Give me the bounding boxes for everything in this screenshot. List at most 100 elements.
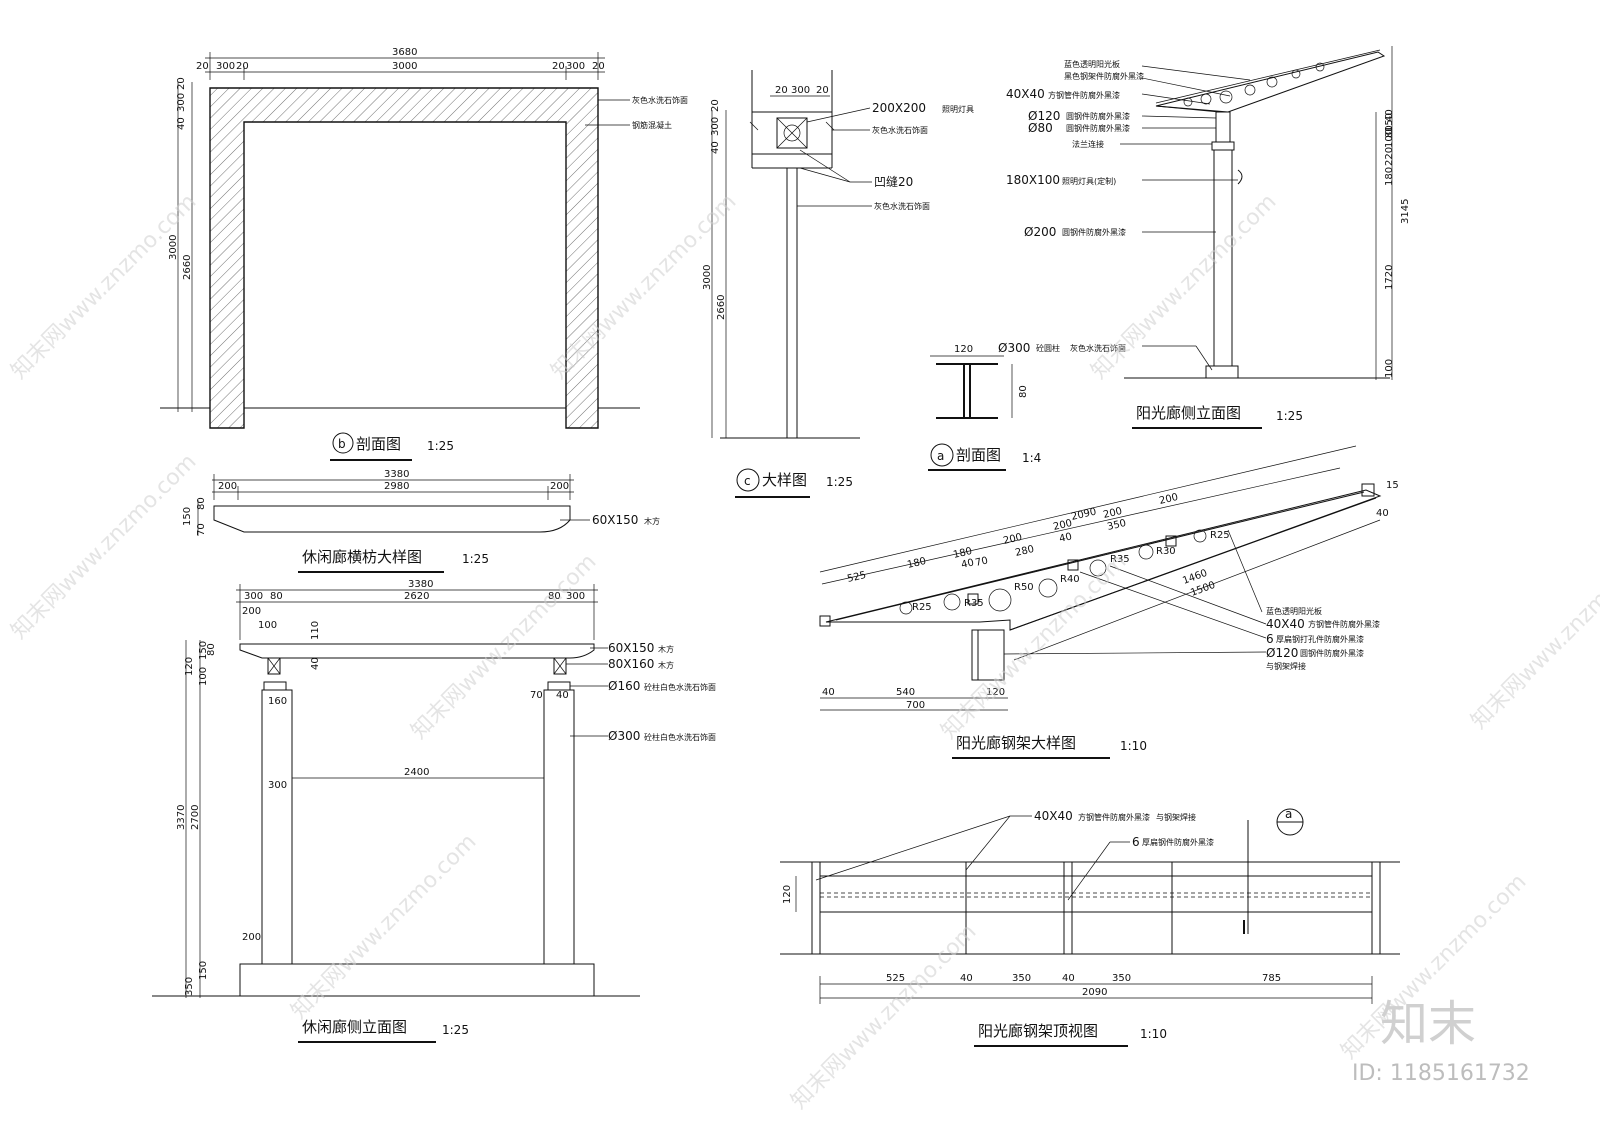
watermark-logo: 知末: [1380, 996, 1476, 1052]
title-leisure-side: 休闲廊侧立面图: [302, 1018, 407, 1036]
dim-2700: 2700: [190, 805, 201, 830]
dim-110: 110: [310, 621, 321, 640]
label-blue-panel: 蓝色透明阳光板: [1266, 606, 1322, 616]
dim-150: 150: [182, 507, 193, 526]
dim-300: 300: [791, 85, 810, 96]
watermark-text: 知末网www.znzmo.com: [1467, 539, 1600, 734]
watermark-text: 知末网www.znzmo.com: [937, 549, 1132, 744]
dim-40: 40: [960, 557, 975, 571]
dim-3000: 3000: [702, 265, 713, 290]
dim-300: 300: [268, 780, 287, 791]
dim-160: 160: [268, 696, 287, 707]
label-weld: 与钢架焊接: [1266, 661, 1306, 671]
dim-150: 150: [198, 961, 209, 980]
dim-3000: 3000: [392, 61, 417, 72]
section-b-drawing: 3680 20 300 20 3000 20 300 20 20 300 40 …: [160, 47, 688, 461]
dim-200: 200: [1002, 532, 1023, 547]
label-gray-granite-2: 灰色水洗石饰面: [874, 201, 930, 211]
dim-200: 200: [1102, 506, 1123, 521]
dim-100: 100: [258, 620, 277, 631]
label-200: Ø200: [1024, 225, 1056, 239]
dim-200: 200: [550, 481, 569, 492]
label-40x40: 40X40: [1266, 617, 1305, 631]
label-160-sub: 砼柱白色水洗石饰面: [644, 682, 716, 692]
dim-80: 80: [270, 591, 283, 602]
dim-200: 200: [242, 932, 261, 943]
label-200x200: 200X200: [872, 101, 926, 115]
dim-20: 20: [816, 85, 829, 96]
label-60x150: 60X150: [608, 641, 654, 655]
scale-beam-detail: 1:25: [462, 552, 489, 566]
title-sun-corridor-side: 阳光廊侧立面图: [1136, 404, 1241, 422]
dim-350: 350: [1012, 973, 1031, 984]
dim-3145: 3145: [1400, 199, 1411, 224]
radius-40: R40: [1060, 574, 1080, 585]
label-120: Ø120: [1028, 109, 1060, 123]
label-lighting: 照明灯具: [942, 104, 974, 114]
label-granite-finish: 灰色水洗石饰面: [1070, 343, 1126, 353]
dim-70: 70: [196, 523, 207, 536]
label-weld: 与钢架焊接: [1156, 812, 1196, 822]
watermark-text: 知末网www.znzmo.com: [7, 189, 202, 384]
section-a-drawing: 120 80 Ø300 砼圆柱 灰色水洗石饰面 a 剖面图 1:4: [928, 341, 1126, 471]
dim-2620: 2620: [404, 591, 429, 602]
dim-15: 15: [1386, 480, 1399, 491]
steel-frame-detail-drawing: R25 R35 R50 R40 R35 R30 R25 2090 200 350…: [819, 445, 1399, 759]
dim-300: 300: [566, 591, 585, 602]
dim-40: 40: [1376, 508, 1389, 519]
title-section-a: 剖面图: [956, 446, 1001, 464]
dim-100: 100: [1384, 129, 1395, 148]
label-blue-panel: 蓝色透明阳光板: [1064, 59, 1120, 69]
label-180x100: 180X100: [1006, 173, 1060, 187]
dim-2660: 2660: [716, 295, 727, 320]
scale-leisure-side: 1:25: [442, 1023, 469, 1037]
dim-350: 350: [1112, 973, 1131, 984]
label-300: Ø300: [608, 729, 640, 743]
label-120: Ø120: [1266, 646, 1298, 660]
title-section-b: 剖面图: [356, 435, 401, 453]
label-80: Ø80: [1028, 121, 1053, 135]
label-6-sub: 厚扁钢打孔件防腐外黑漆: [1276, 634, 1364, 644]
dim-80: 80: [548, 591, 561, 602]
dim-785: 785: [1262, 973, 1281, 984]
label-40x40: 40X40: [1034, 809, 1073, 823]
dim-525: 525: [886, 973, 905, 984]
dim-150: 150: [198, 641, 209, 660]
watermark-text: 知末网www.znzmo.com: [787, 919, 982, 1114]
dim-20: 20: [592, 61, 605, 72]
dim-20: 20: [775, 85, 788, 96]
dim-2660: 2660: [182, 255, 193, 280]
dim-300: 300: [216, 61, 235, 72]
dim-40: 40: [1058, 531, 1073, 545]
radius-25: R25: [1210, 530, 1230, 541]
label-timber: 木方: [658, 660, 674, 670]
label-40x40: 40X40: [1006, 87, 1045, 101]
radius-30: R30: [1156, 546, 1176, 557]
detail-c-drawing: 20 300 20 20 300 40 3000 2660 200X200 照明…: [702, 70, 974, 498]
dim-120: 120: [954, 344, 973, 355]
dim-3370: 3370: [176, 805, 187, 830]
dim-200: 200: [218, 481, 237, 492]
scale-frame-top: 1:10: [1140, 1027, 1167, 1041]
section-marker-a: a: [1285, 807, 1292, 821]
dim-40: 40: [556, 690, 569, 701]
dim-3680: 3680: [392, 47, 417, 58]
dim-100: 100: [198, 667, 209, 686]
dim-3380: 3380: [408, 579, 433, 590]
watermark-id: ID: 1185161732: [1352, 1061, 1530, 1086]
marker-a: a: [937, 449, 944, 463]
label-180x100-sub: 照明灯具(定制): [1062, 176, 1116, 186]
dim-100: 100: [1384, 359, 1395, 378]
label-300-col: Ø300: [998, 341, 1030, 355]
label-40x40-sub: 方钢管件防腐外黑漆: [1308, 619, 1380, 629]
dim-80: 80: [206, 643, 217, 656]
dim-2400: 2400: [404, 767, 429, 778]
label-rc: 钢筋混凝土: [632, 120, 672, 130]
marker-b: b: [338, 437, 346, 451]
dim-220: 220: [1384, 147, 1395, 166]
dim-40: 40: [176, 117, 187, 130]
beam-detail-drawing: 3380 200 2980 200 80 150 70 60X150 木方 休闲…: [182, 469, 660, 573]
scale-frame-detail: 1:10: [1120, 739, 1147, 753]
dim-150: 150: [1384, 113, 1395, 132]
